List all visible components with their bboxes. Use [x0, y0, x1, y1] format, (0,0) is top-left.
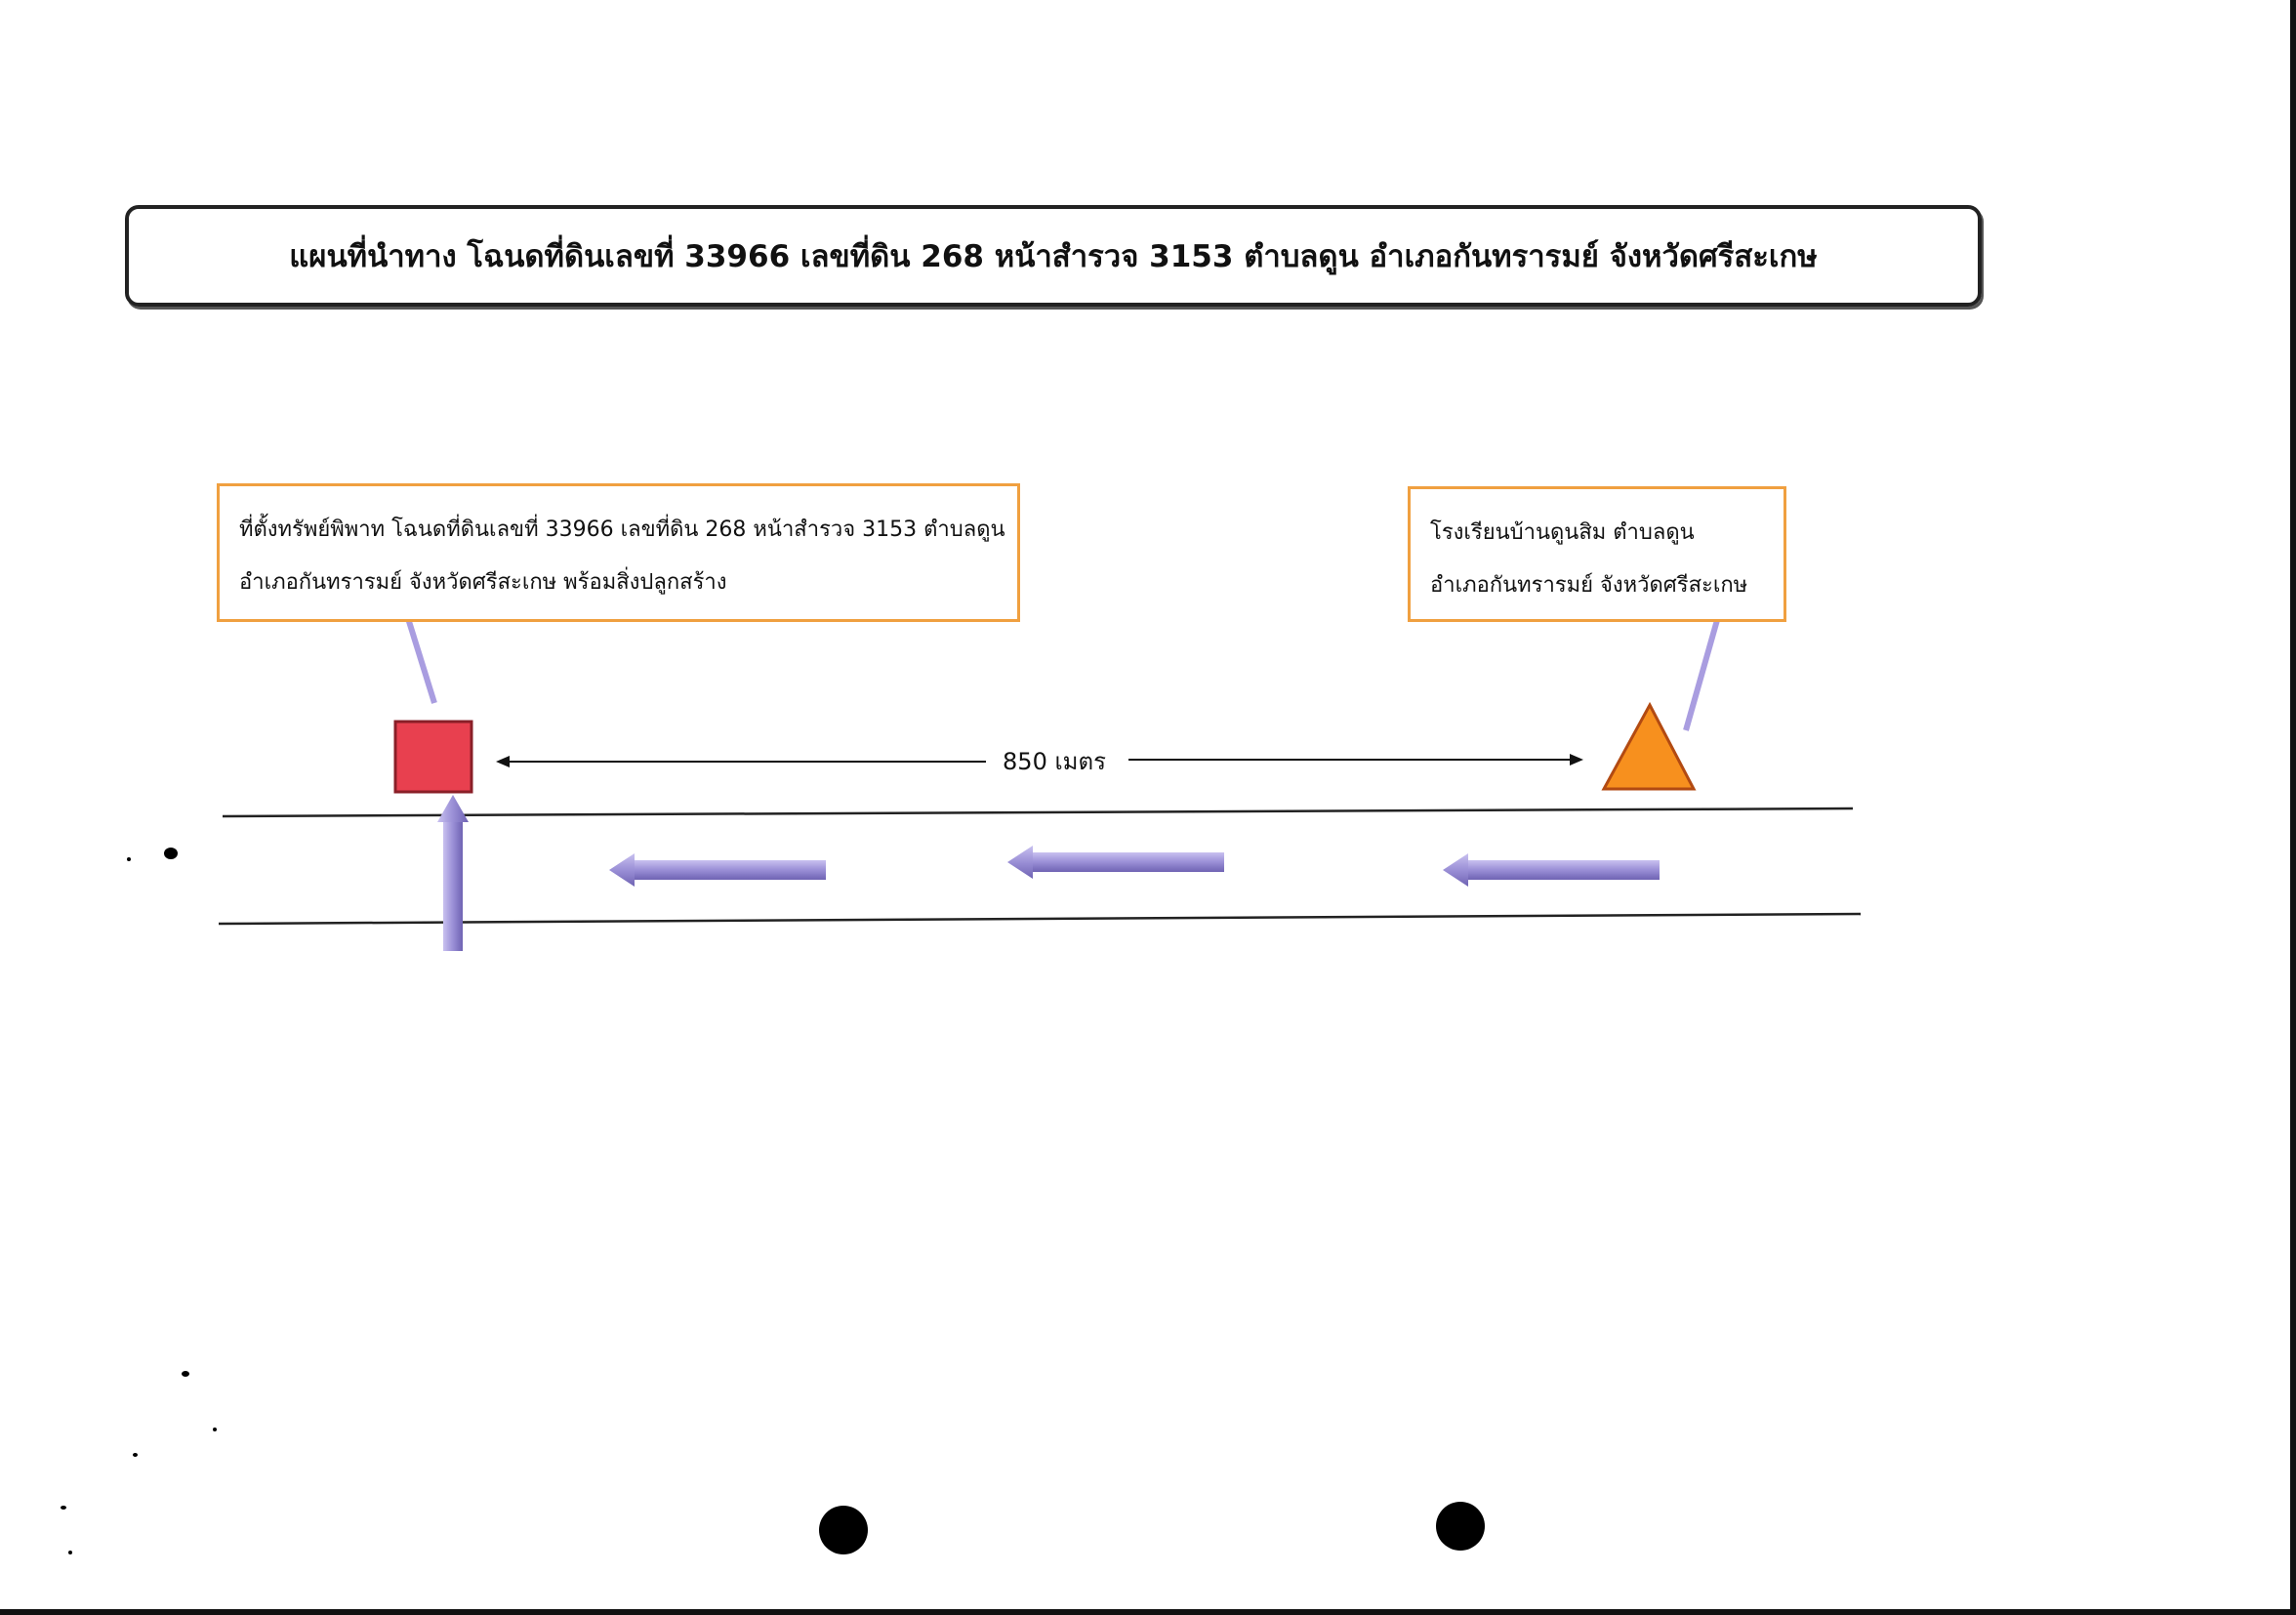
left-arrow-icon [1443, 853, 1660, 887]
left-arrow-icon [1007, 846, 1224, 879]
red-square-icon [393, 720, 473, 794]
scan-speck [182, 1371, 189, 1377]
left-arrow-icon [609, 853, 826, 887]
property-callout-line-2: อำเภอกันทรารมย์ จังหวัดศรีสะเกษ พร้อมสิ่… [239, 570, 727, 595]
punch-hole [819, 1506, 868, 1554]
scan-speck [133, 1453, 138, 1457]
road-edge-bottom [218, 912, 1862, 926]
property-callout-line-1: ที่ตั้งทรัพย์พิพาท โฉนดที่ดินเลขที่ 3396… [239, 518, 1005, 542]
title-box: แผนที่นำทาง โฉนดที่ดินเลขที่ 33966 เลขที… [125, 205, 1982, 307]
property-pointer-line [404, 614, 437, 704]
page-border-bottom [0, 1609, 2296, 1615]
up-arrow-icon [437, 795, 469, 951]
school-callout-line-1: โรงเรียนบ้านดูนสิม ตำบลดูน [1430, 520, 1695, 545]
scan-speck [68, 1551, 72, 1554]
scan-speck [127, 857, 131, 861]
distance-arrowhead-right [1570, 754, 1583, 766]
punch-hole [1436, 1502, 1485, 1551]
school-callout-line-2: อำเภอกันทรารมย์ จังหวัดศรีสะเกษ [1430, 573, 1748, 598]
page-border-right [2290, 0, 2296, 1615]
scan-speck [213, 1428, 217, 1431]
orange-triangle-icon [1601, 701, 1697, 791]
map-title: แผนที่นำทาง โฉนดที่ดินเลขที่ 33966 เลขที… [289, 239, 1818, 274]
distance-label: 850 เมตร [1003, 748, 1106, 775]
road-edge-top [222, 807, 1854, 818]
scan-speck [164, 848, 178, 859]
school-pointer-line [1683, 612, 1722, 731]
school-callout: โรงเรียนบ้านดูนสิม ตำบลดูน อำเภอกันทรารม… [1408, 486, 1786, 622]
scan-speck [61, 1506, 66, 1510]
property-callout: ที่ตั้งทรัพย์พิพาท โฉนดที่ดินเลขที่ 3396… [217, 483, 1020, 622]
distance-arrowhead-left [496, 756, 510, 767]
